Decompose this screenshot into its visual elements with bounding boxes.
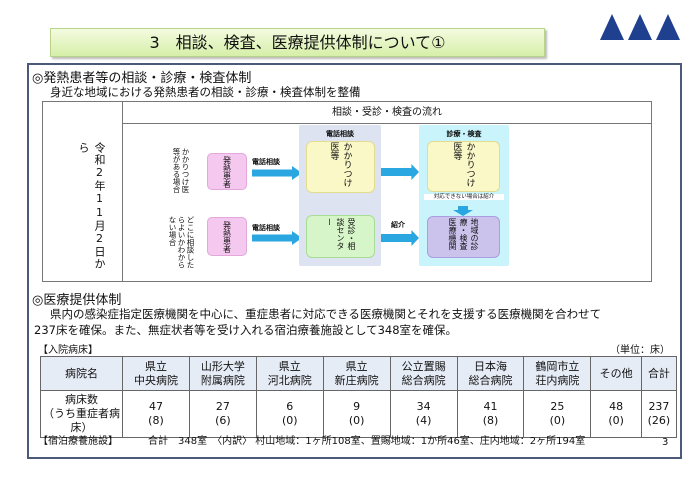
- hospital-name: 県立新庄病院: [322, 356, 391, 391]
- consult-center-label: 受診・相談センター: [325, 217, 356, 250]
- consult-center-box: 受診・相談センター: [306, 215, 375, 258]
- unit-label: （単位：床）: [610, 345, 670, 356]
- phone-consult-label-2: 電話相談: [252, 224, 280, 232]
- hospital-name: 山形大学附属病院: [188, 356, 257, 391]
- row-header: 病院名: [40, 356, 123, 391]
- arrow-right-icon: [381, 230, 419, 246]
- exam-panel-title: 診療・検査: [446, 130, 482, 138]
- table-row: 病床数（うち重症者病床） 47(8) 27(6) 6(0) 9(0) 34(4)…: [40, 390, 678, 438]
- hospital-name: 合計: [640, 356, 678, 391]
- beds-label: 【入院病床】: [38, 345, 98, 356]
- family-doctor-box: かかりつけ医等: [306, 141, 375, 193]
- cannot-handle-note: 対応できない場合は紹介: [424, 194, 504, 200]
- phone-panel-title: 電話相談: [326, 130, 354, 138]
- hospital-name: 公立置賜総合病院: [389, 356, 458, 391]
- bed-count: 25(0): [523, 390, 592, 438]
- local-clinic-box: 地域の診療・検査医療機関: [427, 216, 500, 258]
- row-header: 病床数（うち重症者病床）: [40, 390, 123, 438]
- arrow-right-icon: [381, 164, 419, 180]
- table-row: 病院名 県立中央病院 山形大学附属病院 県立河北病院 県立新庄病院 公立置賜総合…: [40, 356, 678, 391]
- bed-count: 27(6): [188, 390, 257, 438]
- flow-table: 令和2年11月2日から 相談・受診・検査の流れ: [42, 101, 652, 282]
- bed-count: 48(0): [590, 390, 642, 438]
- section2-paragraph-line1: 県内の感染症指定医療機関を中心に、重症患者に対応できる医療機関とそれを支援する医…: [50, 307, 602, 321]
- page-number: 3: [662, 437, 669, 448]
- case2-label: どこに相談したらよいかわからない場合: [168, 216, 195, 269]
- arrow-down-icon: [453, 206, 473, 216]
- hospital-name: 鶴岡市立荘内病院: [523, 356, 592, 391]
- section1-subtitle: 身近な地域における発熱患者の相談・診療・検査体制を整備: [50, 85, 361, 99]
- patient-label: 発熱患者: [222, 220, 232, 253]
- content-frame: [27, 63, 682, 459]
- date-cell: 令和2年11月2日から: [43, 102, 123, 281]
- hospital-name: 県立河北病院: [255, 356, 324, 391]
- family-doctor-exam-box: かかりつけ医等: [427, 141, 500, 192]
- hospital-name: その他: [590, 356, 642, 391]
- page-title: 3 相談、検査、医療提供体制について①: [50, 28, 545, 57]
- section2-heading: ◎医療提供体制: [32, 293, 122, 308]
- bed-count: 6(0): [255, 390, 324, 438]
- local-clinic-label: 地域の診療・検査医療機関: [448, 218, 479, 250]
- bed-count: 47(8): [122, 390, 190, 438]
- hospital-name: 日本海総合病院: [456, 356, 525, 391]
- hotel-text: 合計 348室 〈内訳〉 村山地域：1ヶ所108室、置賜地域：1か所46室、庄内…: [148, 436, 586, 447]
- bed-count: 237(26): [640, 390, 678, 438]
- arrow-right-icon: [252, 231, 302, 245]
- section2-paragraph-line2: 237床を確保。また、無症状者等を受け入れる宿泊療養施設として348室を確保。: [34, 323, 458, 337]
- referral-label: 紹介: [391, 221, 405, 229]
- patient-box-1: 発熱患者: [207, 153, 247, 190]
- logo-icon: [600, 14, 680, 40]
- start-date: 令和2年11月2日から: [77, 142, 106, 270]
- family-doctor-label: かかりつけ医等: [328, 142, 352, 187]
- beds-table: 病院名 県立中央病院 山形大学附属病院 県立河北病院 県立新庄病院 公立置賜総合…: [40, 356, 678, 438]
- phone-consult-label-1: 電話相談: [252, 158, 280, 166]
- hospital-name: 県立中央病院: [122, 356, 190, 391]
- flow-header: 相談・受診・検査の流れ: [123, 102, 651, 124]
- bed-count: 34(4): [389, 390, 458, 438]
- patient-box-2: 発熱患者: [207, 217, 247, 256]
- bed-count: 9(0): [322, 390, 391, 438]
- hotel-label: 【宿泊療養施設】: [38, 436, 118, 447]
- case1-label: かかりつけ医等がある場合: [172, 148, 190, 193]
- family-doctor-label: かかりつけ医等: [451, 142, 475, 187]
- bed-count: 41(8): [456, 390, 525, 438]
- patient-label: 発熱患者: [222, 155, 232, 188]
- arrow-right-icon: [252, 166, 302, 180]
- section1-heading: ◎発熱患者等の相談・診療・検査体制: [32, 71, 252, 86]
